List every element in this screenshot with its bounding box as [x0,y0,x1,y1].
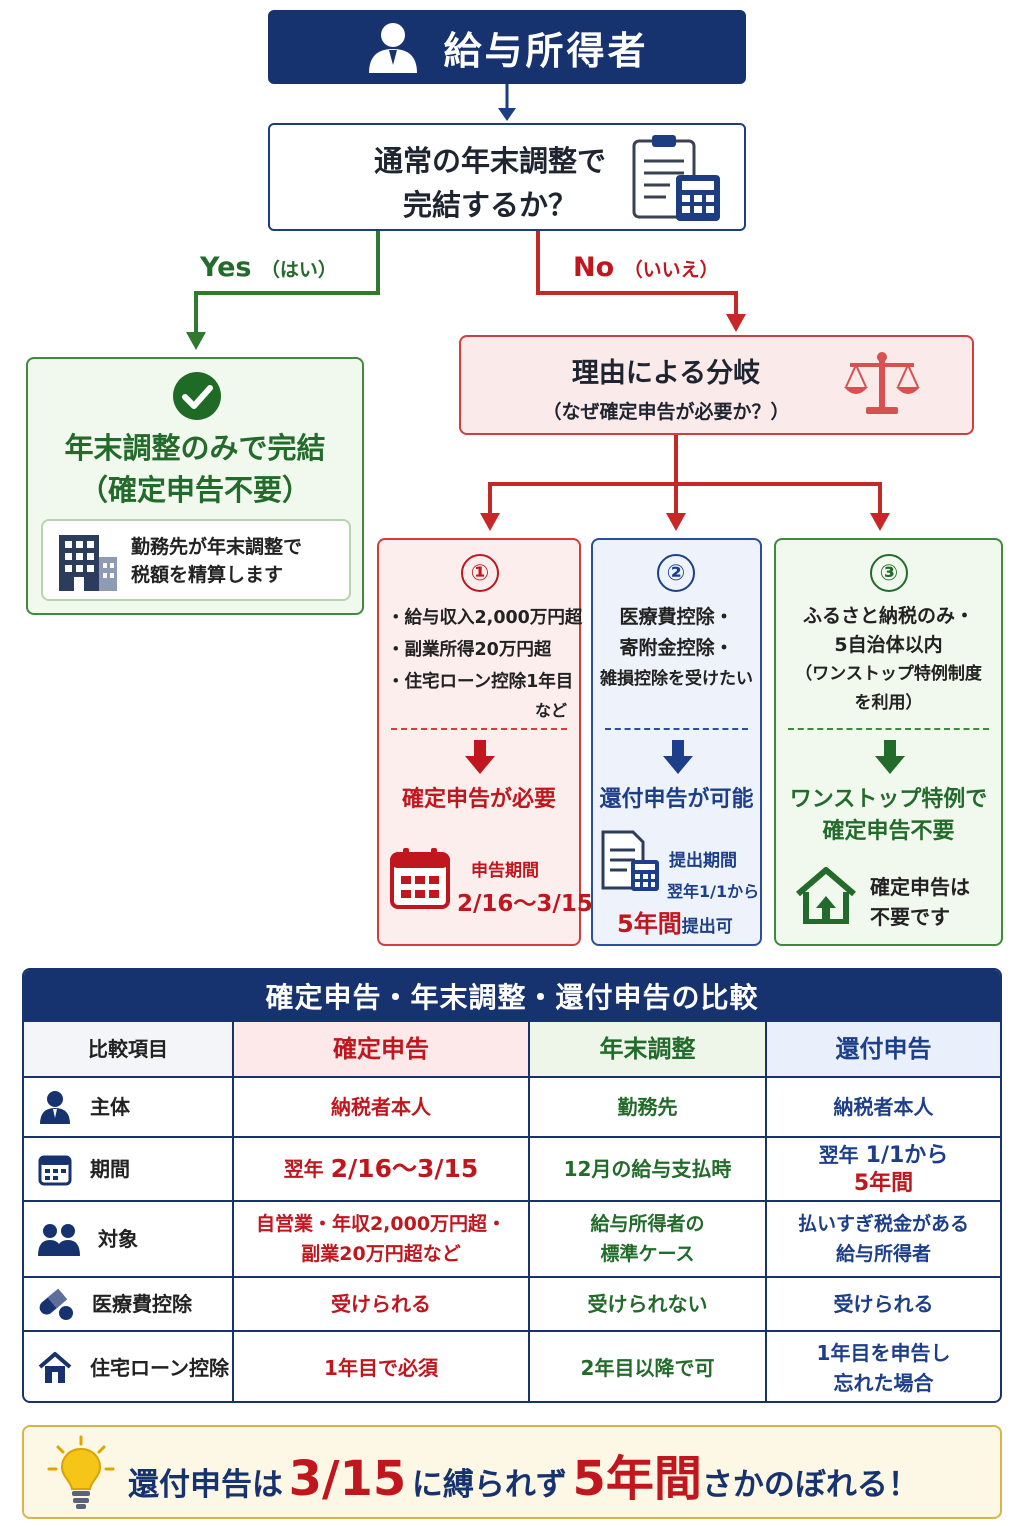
people-icon [38,1224,80,1256]
divider [605,728,748,730]
calendar-icon [390,848,450,909]
arrowhead-branch2 [666,513,686,531]
top-node: 給与所得者 [268,10,746,84]
arrowhead-branch1 [480,513,500,531]
row-label: 期間 [24,1138,234,1202]
house-icon [796,867,856,924]
filing-period-label: 申告期間 [471,861,539,881]
branch-number-3: ③ [870,554,908,592]
table-cell: 給与所得者の標準ケース [530,1202,767,1278]
submission-period-label: 提出期間 [669,851,737,871]
reason-subtitle: （なぜ確定申告が必要か？） [542,401,790,423]
arrowhead-top [498,108,516,121]
house-icon [38,1351,72,1383]
arrow-down-icon [663,740,693,774]
submission-period-start: 翌年1/1から [667,882,760,901]
question-node: 通常の年末調整で 完結するか？ [268,123,746,231]
summary-note: 還付申告は 3/15 に縛られず 5年間さかのぼれる！ [22,1425,1002,1519]
branch-number-1: ① [461,554,499,592]
table-header: 確定申告 [234,1022,530,1078]
table-cell: 自営業・年収2,000万円超・副業20万円超など [234,1202,530,1278]
table-grid-last-row: 住宅ローン控除 1年目で必須 2年目以降で可 1年目を申告し忘れた場合 [24,1332,1000,1401]
branch-2-result: 還付申告が可能 [599,787,754,812]
table-cell: 納税者本人 [767,1078,1000,1138]
lightbulb-icon [47,1435,115,1509]
yes-note-text: 勤務先が年末調整で 税額を精算します [131,536,303,586]
table-grid: 比較項目 確定申告 年末調整 還付申告 主体 納税者本人 勤務先 納税者本人 期… [24,1022,1000,1332]
row-label: 医療費控除 [24,1278,234,1332]
clipboard-calculator-icon [632,135,720,221]
table-cell: 納税者本人 [234,1078,530,1138]
yes-label: Yes （はい） [200,252,337,283]
branch-3-result: ワンストップ特例で 確定申告不要 [789,787,988,844]
table-cell: 受けられる [767,1278,1000,1332]
divider [391,728,567,730]
calendar-icon [38,1155,72,1186]
top-node-title: 給与所得者 [443,28,649,73]
branch-1-result: 確定申告が必要 [401,787,556,812]
document-calculator-icon [601,830,659,891]
row-label: 主体 [24,1078,234,1138]
table-cell: 勤務先 [530,1078,767,1138]
connector-branches [488,435,882,515]
branch-card-2: ② 医療費控除・ 寄附金控除・ 雑損控除を受けたい 還付申告が可能 提出期間 翌… [591,538,762,946]
person-icon [40,1091,70,1124]
check-circle-icon [173,372,221,420]
table-cell: 12月の給与支払時 [530,1138,767,1202]
person-icon [369,23,418,73]
summary-message: 還付申告は 3/15 に縛られず 5年間さかのぼれる！ [128,1451,919,1507]
table-cell: 1年目で必須 [234,1332,530,1401]
branch-3-conditions: ふるさと納税のみ・ 5自治体以内 （ワンストップ特例制度 を利用） [795,605,982,713]
filing-period-value: 2/16～3/15 [457,891,593,917]
branch-card-3: ③ ふるさと納税のみ・ 5自治体以内 （ワンストップ特例制度 を利用） ワンスト… [774,538,1003,946]
row-label: 住宅ローン控除 [24,1332,234,1401]
table-header: 還付申告 [767,1022,1000,1078]
row-label: 対象 [24,1202,234,1278]
table-cell: 翌年 1/1から 5年間 [767,1138,1000,1202]
yes-result-box: 年末調整のみで完結 （確定申告不要） 勤務先が年末調整で 税額を精算します [26,357,364,615]
table-header: 年末調整 [530,1022,767,1078]
yes-note: 勤務先が年末調整で 税額を精算します [41,519,351,601]
office-building-icon [59,535,117,591]
branch-3-note: 確定申告は 不要です [870,875,970,929]
question-text: 通常の年末調整で 完結するか？ [373,144,606,222]
arrowhead-yes [186,332,206,350]
table-cell: 受けられる [234,1278,530,1332]
no-label: No （いいえ） [573,252,719,283]
table-cell: 翌年 2/16～3/15 [234,1138,530,1202]
table-title: 確定申告・年末調整・還付申告の比較 [24,970,1000,1022]
comparison-table: 確定申告・年末調整・還付申告の比較 比較項目 確定申告 年末調整 還付申告 主体… [22,968,1002,1403]
arrowhead-branch3 [870,513,890,531]
table-cell: 1年目を申告し忘れた場合 [816,1340,951,1395]
branch-number-2: ② [657,554,695,592]
pill-icon [39,1288,73,1320]
table-cell: 2年目以降で可 [530,1332,767,1401]
divider [788,728,989,730]
table-cell: 受けられない [530,1278,767,1332]
scales-icon [844,352,920,414]
submission-period-length: 5年間提出可 [617,910,733,938]
reason-title: 理由による分岐 [571,358,761,389]
branch-2-conditions: 医療費控除・ 寄附金控除・ 雑損控除を受けたい [600,606,753,689]
arrow-down-icon [465,740,495,774]
table-cell: 払いすぎ税金がある給与所得者 [767,1202,1000,1278]
yes-title: 年末調整のみで完結 （確定申告不要） [64,431,326,507]
branch-1-conditions: ・給与収入2,000万円超 ・副業所得20万円超 ・住宅ローン控除1年目 など [387,608,583,720]
branch-card-1: ① ・給与収入2,000万円超 ・副業所得20万円超 ・住宅ローン控除1年目 な… [377,538,593,946]
reason-node: 理由による分岐 （なぜ確定申告が必要か？） [459,335,974,435]
arrowhead-no [726,314,746,332]
arrow-down-icon [875,740,905,774]
table-header: 比較項目 [24,1022,234,1078]
